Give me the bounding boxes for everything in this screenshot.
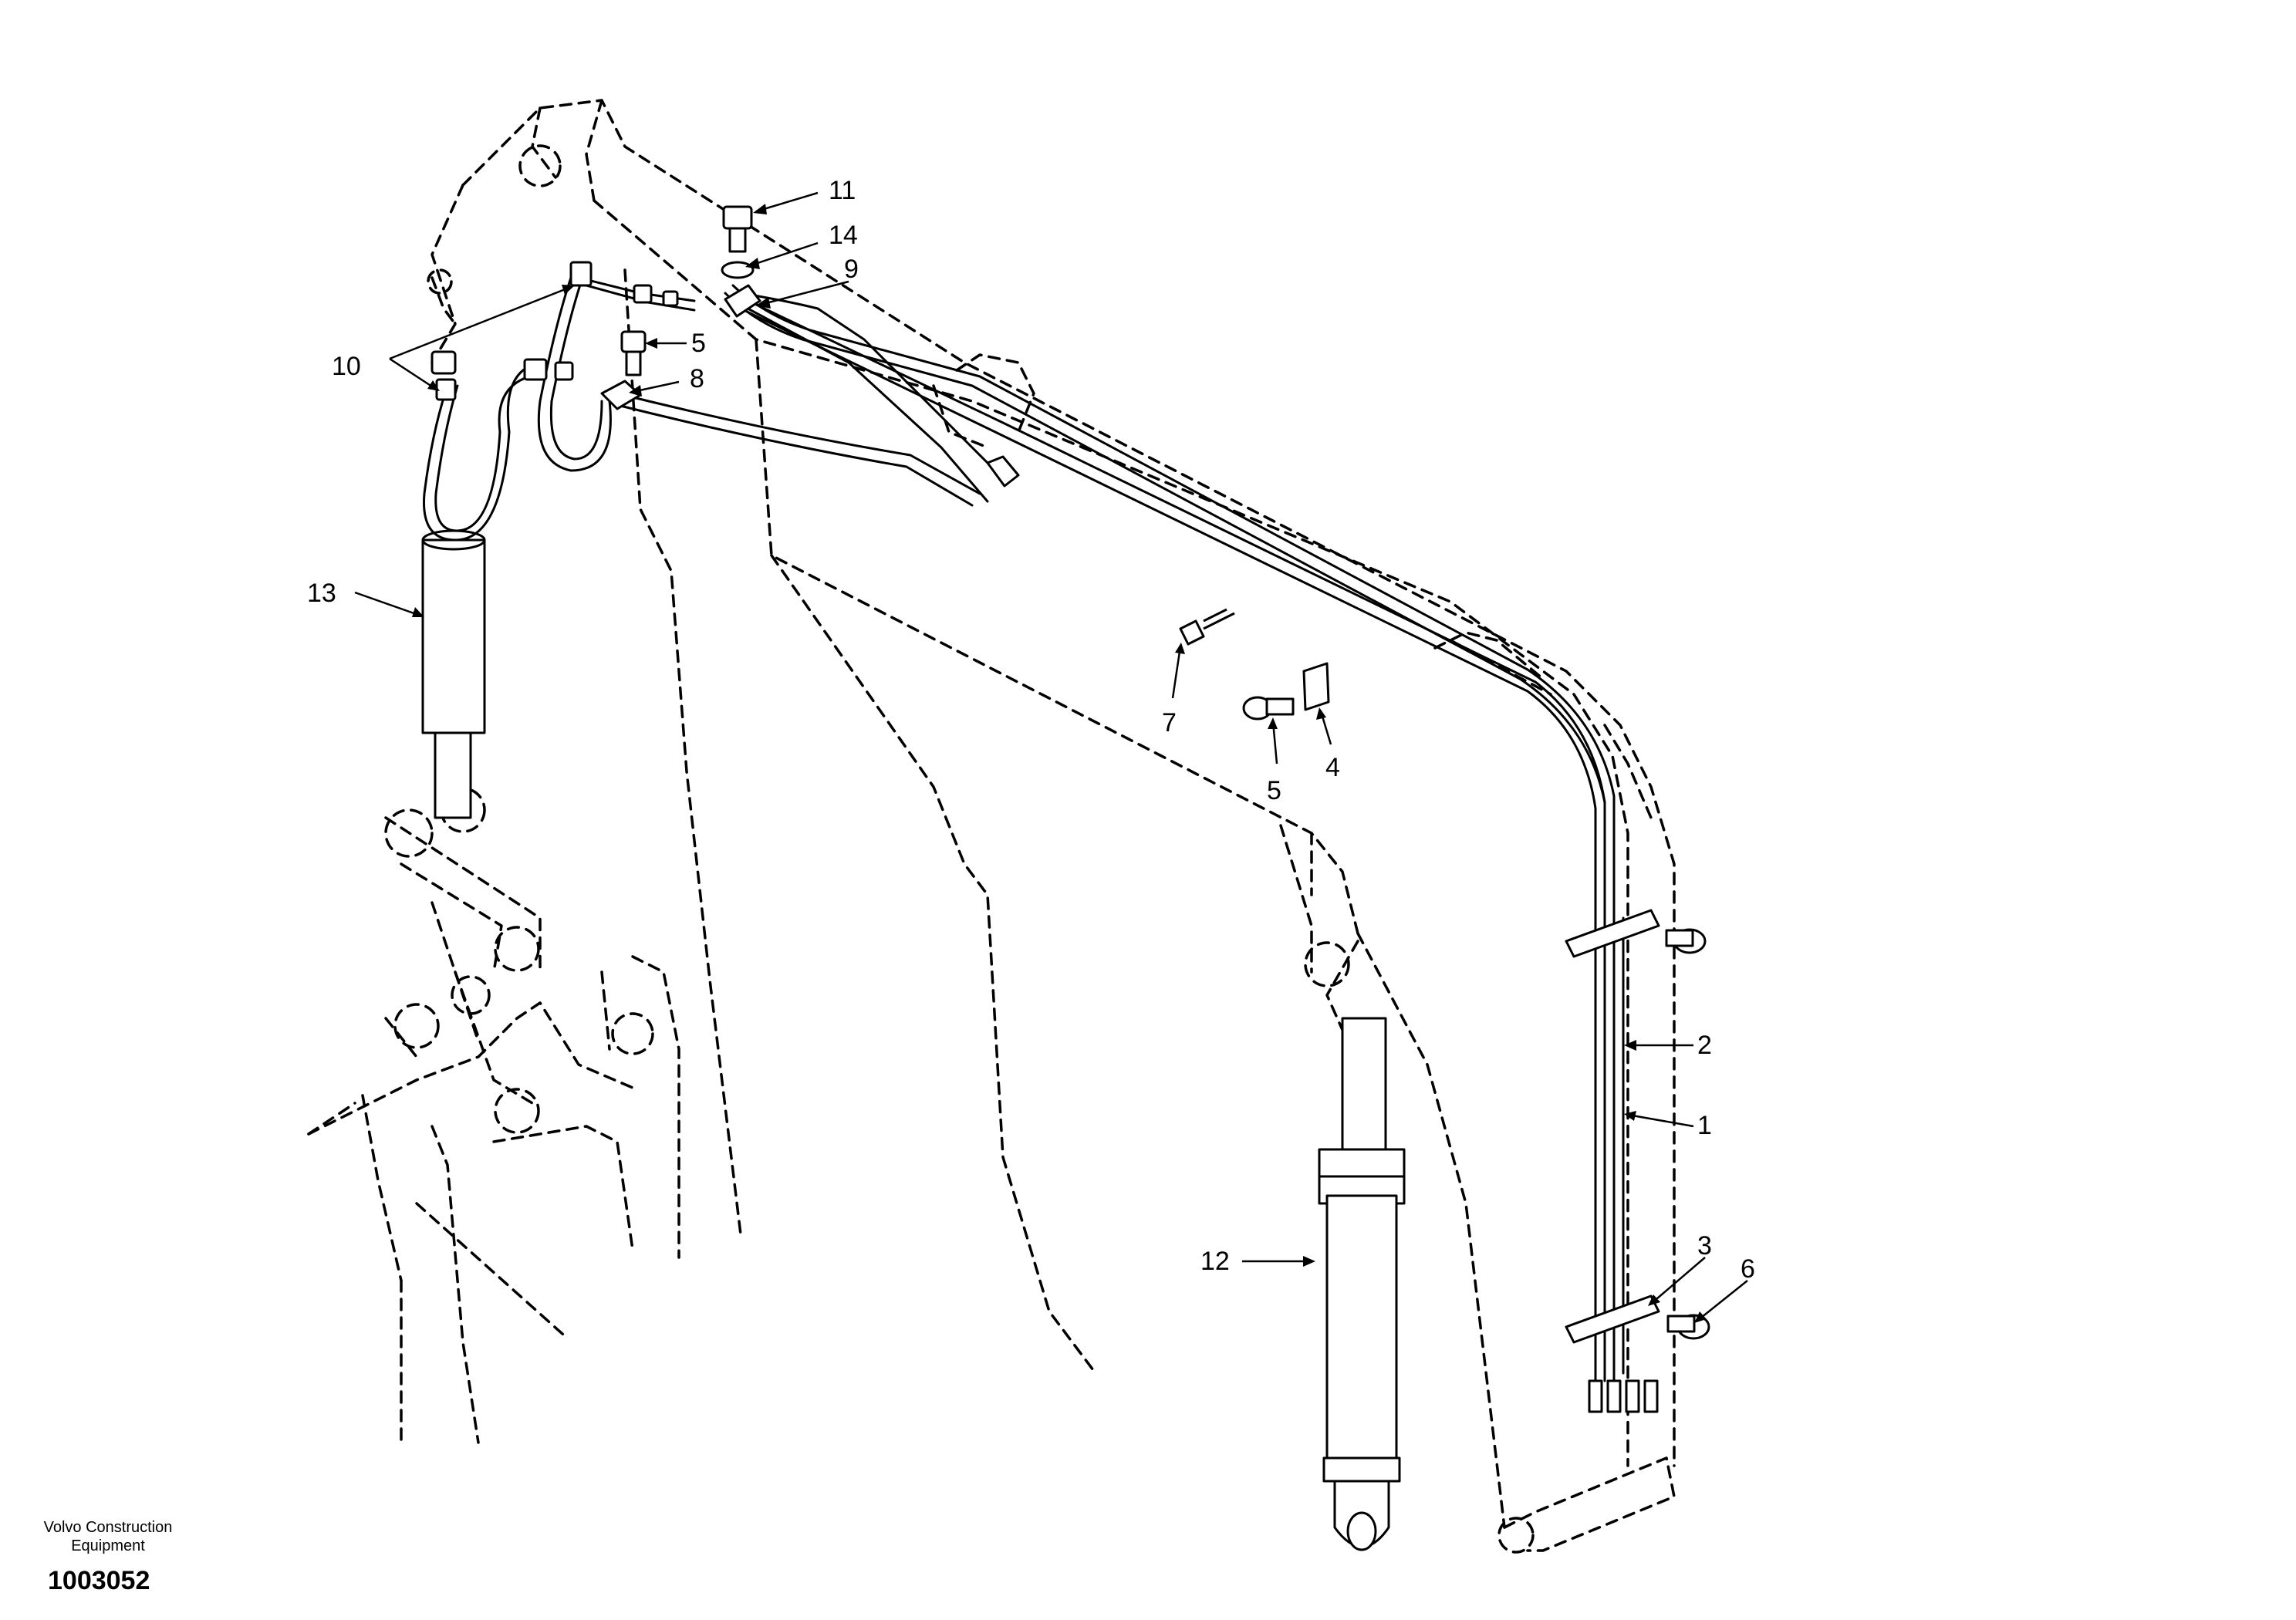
callout-2: 2 (1697, 1031, 1712, 1060)
hydraulic-lines (423, 276, 1625, 1382)
brand-line-2: Equipment (71, 1537, 145, 1554)
callout-1: 1 (1697, 1111, 1712, 1140)
callout-7: 7 (1162, 708, 1177, 737)
fittings (430, 205, 1710, 1413)
boom-outline-phantom (307, 99, 1676, 1554)
callout-6: 6 (1741, 1254, 1755, 1284)
brand-line-1: Volvo Construction (43, 1519, 173, 1536)
document-number: 1003052 (48, 1566, 150, 1595)
callout-13: 13 (307, 579, 336, 608)
boom-cylinder (1318, 1017, 1406, 1551)
callout-leaders (354, 191, 1748, 1323)
callout-5-upper: 5 (691, 329, 706, 358)
callout-14: 14 (829, 221, 858, 250)
callout-11: 11 (829, 176, 856, 205)
tool-cylinder (421, 529, 486, 819)
callout-10: 10 (332, 352, 361, 381)
callout-9: 9 (844, 255, 859, 284)
callout-4: 4 (1325, 753, 1340, 782)
callout-5-lower: 5 (1267, 776, 1281, 805)
callout-12: 12 (1200, 1247, 1230, 1276)
brand-label: Volvo Construction Equipment (15, 1518, 201, 1555)
callout-3: 3 (1697, 1231, 1712, 1261)
callout-labels: 11 14 9 5 8 10 13 7 5 4 2 1 3 6 12 (307, 176, 1755, 1284)
callout-8: 8 (690, 364, 704, 393)
